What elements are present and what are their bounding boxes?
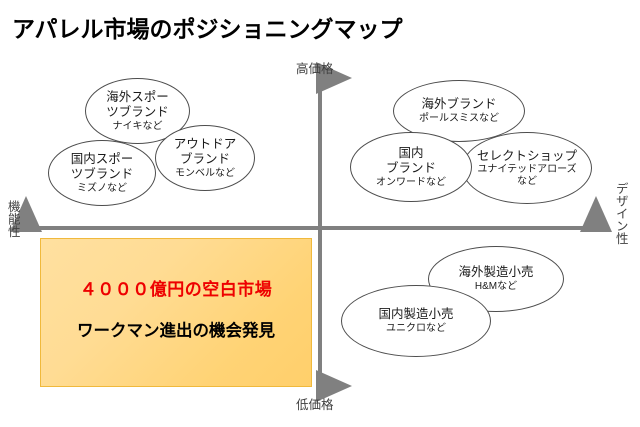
bubble-main-label: 海外製造小売 [458,265,534,280]
bubble-domestic-sports-brand: 国内スポー ツブランド ミズノなど [48,140,156,206]
axis-label-high-price: 高価格 [296,62,334,76]
bubble-sub-label: モンベルなど [175,167,235,179]
bubble-overseas-sports-brand: 海外スポー ツブランド ナイキなど [85,78,190,144]
bubble-sub-label: ナイキなど [112,120,163,132]
axis-label-functionality: 機能性 [5,200,20,238]
bubble-main-label: 海外スポー ツブランド [106,90,169,119]
bubble-main-label: 海外ブランド [421,97,497,112]
white-space-opportunity-text: ワークマン進出の機会発見 [77,322,275,340]
bubble-sub-label: H&Mなど [474,281,518,293]
bubble-sub-label: ミズノなど [77,182,127,194]
bubble-main-label: 国内製造小売 [378,307,454,322]
bubble-main-label: 国内スポー ツブランド [70,152,134,181]
bubble-select-shop: セレクトショップ ユナイテッドアローズ など [462,132,592,204]
axis-label-low-price: 低価格 [296,398,334,412]
white-space-opportunity-box: ４０００億円の空白市場 ワークマン進出の機会発見 [40,238,312,387]
bubble-overseas-brand: 海外ブランド ポールスミスなど [393,80,525,142]
bubble-sub-label: ユニクロなど [386,323,446,335]
bubble-sub-label: ポールスミスなど [419,113,499,125]
bubble-main-label: アウトドア ブランド [173,137,237,166]
bubble-main-label: セレクトショップ [476,148,577,163]
bubble-main-label: 国内 ブランド [385,146,436,175]
bubble-outdoor-brand: アウトドア ブランド モンベルなど [155,125,255,191]
axis-label-design: デザイン性 [613,182,628,245]
bubble-sub-label: オンワードなど [376,176,446,188]
bubble-domestic-brand: 国内 ブランド オンワードなど [350,132,472,202]
page-title: アパレル市場のポジショニングマップ [12,16,403,42]
bubble-sub-label: ユナイテッドアローズ など [477,164,577,187]
bubble-domestic-spa: 国内製造小売 ユニクロなど [341,285,491,357]
white-space-market-size: ４０００億円の空白市場 [79,280,273,299]
